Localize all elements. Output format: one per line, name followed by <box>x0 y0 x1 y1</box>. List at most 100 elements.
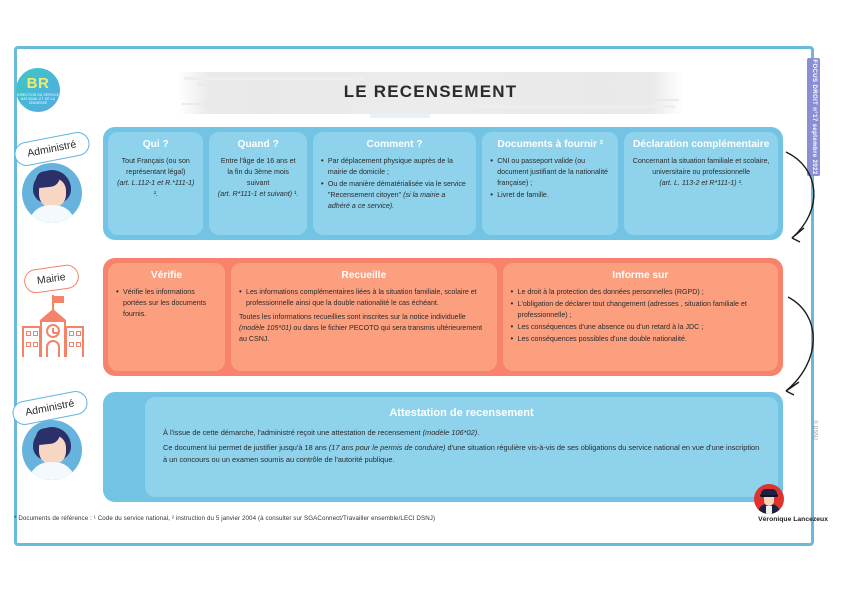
list-item-text: Ou de manière dématérialisée via le serv… <box>327 179 466 199</box>
window-icon <box>26 331 31 336</box>
card-body: Concernant la situation familiale et sco… <box>632 156 770 189</box>
card-body: Le droit à la protection des données per… <box>511 286 770 345</box>
brand-logo: BR DIRECTION DU SERVICE NATIONAL ET DE L… <box>16 68 60 112</box>
list-item-text: CNI ou passeport valide (ou document jus… <box>497 156 608 187</box>
window-icon <box>69 342 74 347</box>
card-title: Quand ? <box>237 139 279 150</box>
brush-line <box>589 98 679 101</box>
card-title: Qui ? <box>142 139 169 150</box>
line1-post: . <box>477 427 480 437</box>
window-icon <box>33 331 38 336</box>
card-title: Informe sur <box>612 270 669 281</box>
card-title: Déclaration complémentaire <box>632 139 770 150</box>
town-hall-icon <box>20 295 86 357</box>
side-credit: © DSNJ <box>812 420 818 440</box>
attestation-line-2: Ce document lui permet de justifier jusq… <box>163 442 760 466</box>
card-title: Recueille <box>341 270 387 281</box>
card-title: Documents à fournir ² <box>497 139 604 150</box>
card-informe-sur: Informe sur Le droit à la protection des… <box>502 263 778 371</box>
paragraph-italic: (modèle 105*01) <box>239 323 292 332</box>
page-title: LE RECENSEMENT <box>343 82 518 101</box>
card-paragraph: Entre l'âge de 16 ans et la fin du 3ème … <box>220 156 296 187</box>
card-legal-reference: (art. R*111-1 et suivant) ¹. <box>217 189 299 198</box>
list-item: Par déplacement physique auprès de la ma… <box>321 155 468 178</box>
building-wing-left <box>22 326 41 357</box>
card-paragraph: Tout Français (ou son représentant légal… <box>121 156 190 176</box>
card-body: Vérifie les informations portées sur les… <box>116 286 217 320</box>
author-name: Véronique Lancezeux <box>758 516 828 523</box>
card-body: Les informations complémentaires liées à… <box>239 286 489 345</box>
card-legal-reference: (art. L. 113-2 et R*111-1) ¹. <box>659 178 743 187</box>
author-cap <box>761 489 777 495</box>
avatar-administre-bottom <box>22 420 82 480</box>
author-avatar <box>754 484 784 514</box>
card-bullet-list: Le droit à la protection des données per… <box>511 286 770 345</box>
brush-line <box>198 83 318 86</box>
row-attestation: Attestation de recensement À l'issue de … <box>103 392 783 502</box>
list-item-text: Les informations complémentaires liées à… <box>246 287 477 307</box>
list-item-text: L'obligation de déclarer tout changement… <box>517 299 747 319</box>
flow-arrow-down-1 <box>785 151 815 243</box>
list-item: Les conséquences possibles d'une double … <box>511 333 770 345</box>
card-title: Comment ? <box>366 139 423 150</box>
list-item: CNI ou passeport valide (ou document jus… <box>490 155 610 189</box>
row-mairie: Vérifie Vérifie les informations portées… <box>103 258 783 376</box>
list-item: Les informations complémentaires liées à… <box>239 286 489 309</box>
card-body: CNI ou passeport valide (ou document jus… <box>490 155 610 201</box>
list-item: L'obligation de déclarer tout changement… <box>511 298 770 321</box>
card-qui: Qui ? Tout Français (ou son représentant… <box>108 132 204 235</box>
paragraph-pre: Toutes les informations recueillies sont… <box>239 312 466 321</box>
card-bullet-list: Vérifie les informations portées sur les… <box>116 286 217 320</box>
focus-droit-tab: FOCUS DROIT n°17 septembre 2022 <box>807 58 820 176</box>
card-body: Par déplacement physique auprès de la ma… <box>321 155 468 212</box>
card-verifie: Vérifie Vérifie les informations portées… <box>108 263 225 371</box>
flag-pole <box>52 295 54 311</box>
list-item: Le droit à la protection des données per… <box>511 286 770 298</box>
card-bullet-list: Par déplacement physique auprès de la ma… <box>321 155 468 212</box>
row-administre: Qui ? Tout Français (ou son représentant… <box>103 127 783 240</box>
attestation-line-1: À l'issue de cette démarche, l'administr… <box>163 427 760 439</box>
window-icon <box>26 342 31 347</box>
roof-shape <box>40 309 66 320</box>
banner-accent <box>370 113 430 118</box>
line1-pre: À l'issue de cette démarche, l'administr… <box>163 427 423 437</box>
list-item: Vérifie les informations portées sur les… <box>116 286 217 320</box>
list-item-text: Les conséquences d'une absence ou d'un r… <box>517 322 704 331</box>
card-body: Entre l'âge de 16 ans et la fin du 3ème … <box>217 156 299 200</box>
card-body: À l'issue de cette démarche, l'administr… <box>163 427 760 467</box>
card-bullet-list: Les informations complémentaires liées à… <box>239 286 489 309</box>
card-recueille: Recueille Les informations complémentair… <box>231 263 497 371</box>
list-item-text: Le droit à la protection des données per… <box>517 287 704 296</box>
brush-stroke-background <box>178 72 683 114</box>
card-bullet-list: CNI ou passeport valide (ou document jus… <box>490 155 610 201</box>
avatar-body <box>28 462 76 480</box>
line1-italic: (modèle 106*02) <box>422 427 478 437</box>
brush-line <box>182 102 332 105</box>
list-item: Les conséquences d'une absence ou d'un r… <box>511 321 770 333</box>
author-face <box>764 495 774 506</box>
footnote-references: * Documents de référence : ¹ Code du ser… <box>14 515 436 522</box>
author-collar <box>766 506 772 514</box>
brush-line <box>527 81 657 84</box>
logo-subtitle: DIRECTION DU SERVICE NATIONAL ET DE LA J… <box>17 92 59 105</box>
flag-icon <box>54 296 64 303</box>
card-body: Tout Français (ou son représentant légal… <box>116 156 195 200</box>
list-item-text: Par déplacement physique auprès de la ma… <box>327 156 453 176</box>
title-banner: LE RECENSEMENT <box>178 72 683 114</box>
list-item-text: Livret de famille. <box>497 190 549 199</box>
card-documents-a-fournir: Documents à fournir ² CNI ou passeport v… <box>482 132 619 235</box>
flow-arrow-down-2 <box>785 296 814 396</box>
card-quand: Quand ? Entre l'âge de 16 ans et la fin … <box>209 132 307 235</box>
line2-pre: Ce document lui permet de justifier jusq… <box>163 442 329 452</box>
author-cap-visor <box>760 494 778 497</box>
list-item-text: Vérifie les informations portées sur les… <box>123 287 207 318</box>
paragraph-post: ou dans le fichier PECOTO qui sera trans… <box>239 323 483 343</box>
card-paragraph: Toutes les informations recueillies sont… <box>239 312 489 345</box>
card-attestation-de-recensement: Attestation de recensement À l'issue de … <box>145 397 778 497</box>
card-title: Vérifie <box>150 270 183 281</box>
window-icon <box>69 331 74 336</box>
card-declaration-complementaire: Déclaration complémentaire Concernant la… <box>624 132 778 235</box>
card-comment: Comment ? Par déplacement physique auprè… <box>312 132 477 235</box>
line2-post: d'une situation régulière vis-à-vis de s… <box>163 442 760 465</box>
